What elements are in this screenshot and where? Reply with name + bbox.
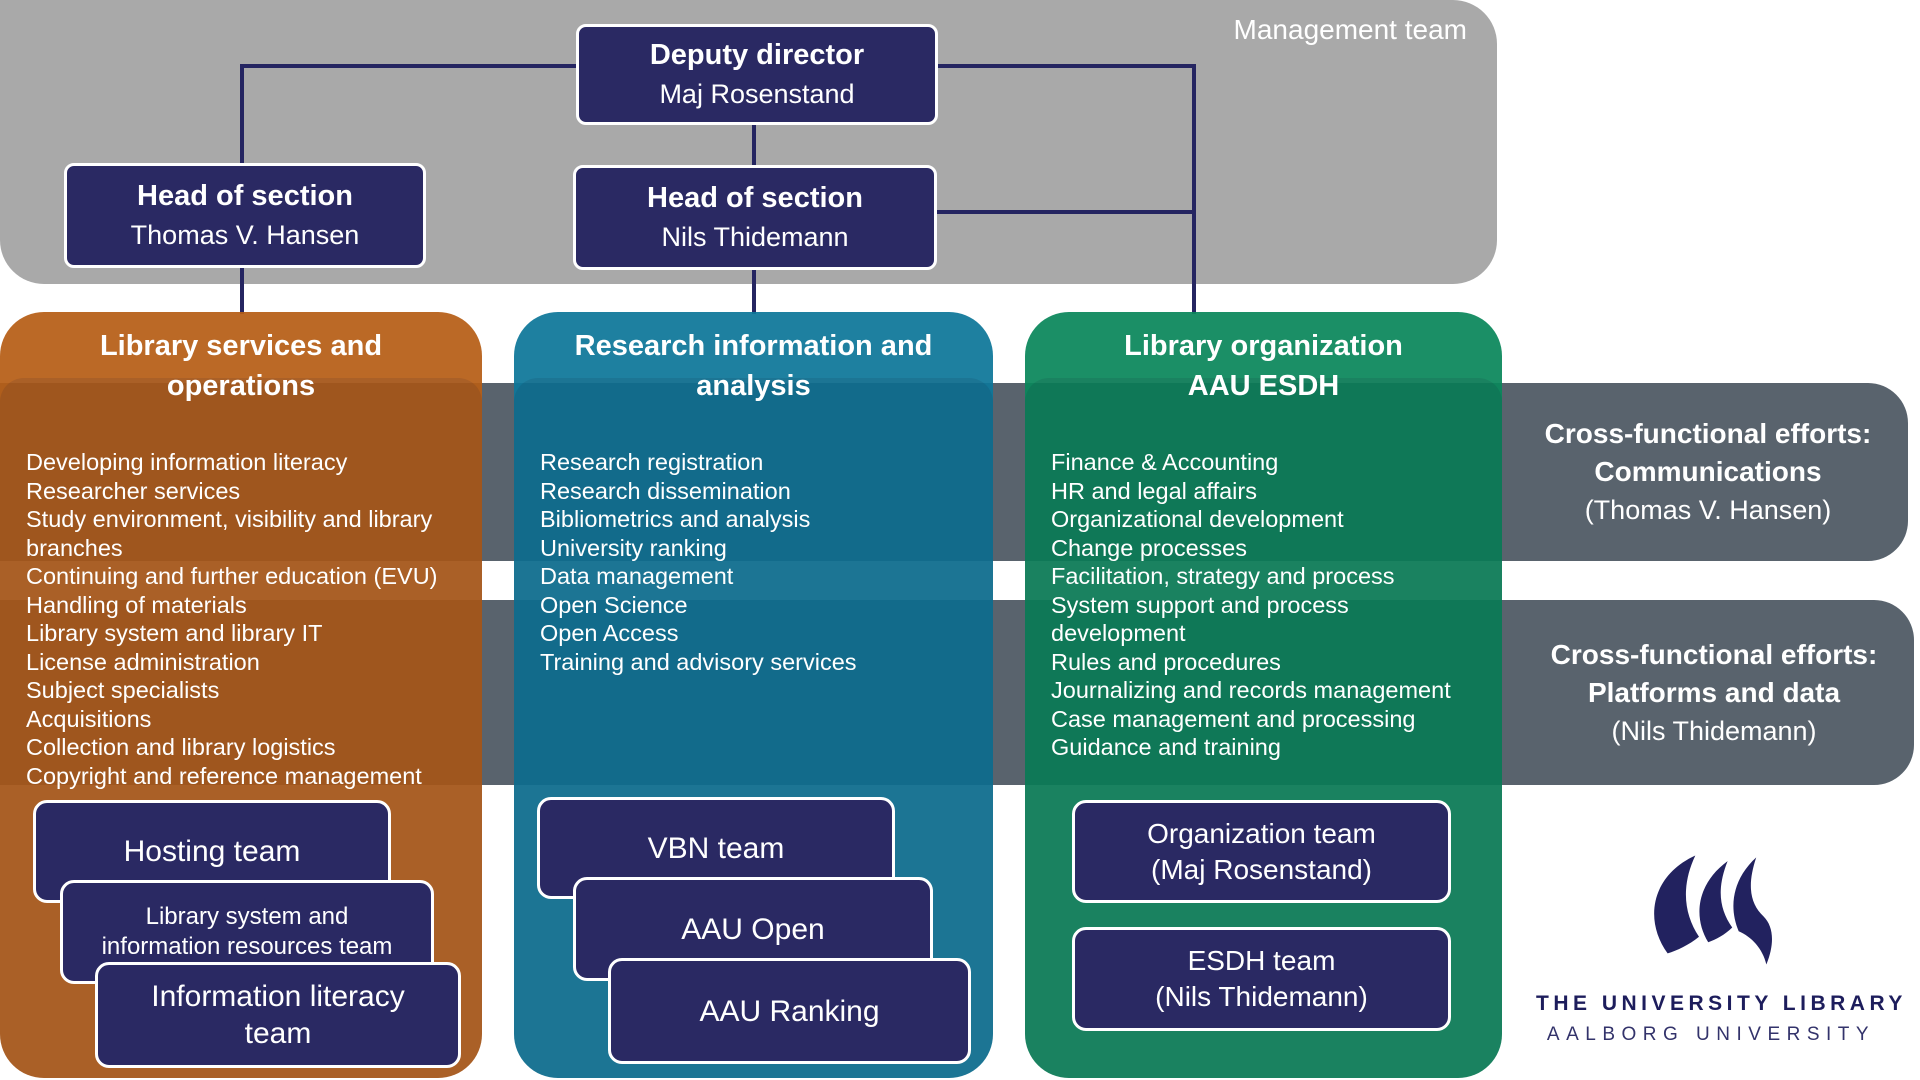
list-item: Journalizing and records management bbox=[1051, 677, 1451, 703]
aau-logo-icon bbox=[1654, 855, 1772, 965]
column-research-information-title: Research information and analysis bbox=[514, 326, 993, 406]
cross-functional-title: Cross-functional efforts: bbox=[1550, 638, 1878, 670]
cross-functional-lead: (Nils Thidemann) bbox=[1611, 715, 1817, 746]
team-label: Library system and bbox=[145, 903, 349, 930]
list-item: Open Access bbox=[540, 620, 679, 646]
head-of-section-title: Head of section bbox=[647, 182, 863, 214]
team-label: AAU Ranking bbox=[699, 994, 880, 1028]
deputy-director-title: Deputy director bbox=[649, 39, 865, 71]
column-title-line: AAU ESDH bbox=[1187, 370, 1340, 402]
list-item: Training and advisory services bbox=[540, 648, 857, 675]
connector-line bbox=[240, 260, 244, 314]
list-item: Change processes bbox=[1051, 534, 1247, 561]
deputy-director-box: Deputy director Maj Rosenstand bbox=[576, 24, 938, 125]
column-library-organization-title: Library organization AAU ESDH bbox=[1025, 326, 1502, 406]
deputy-director-name: Maj Rosenstand bbox=[659, 79, 855, 109]
list-item: Handling of materials bbox=[26, 591, 247, 618]
team-label: information resources team bbox=[101, 933, 393, 960]
team-label: (Nils Thidemann) bbox=[1155, 981, 1368, 1012]
list-item: Open Science bbox=[540, 591, 688, 618]
list-item: Rules and procedures bbox=[1051, 648, 1281, 675]
cross-functional-title: Cross-functional efforts: bbox=[1544, 418, 1872, 449]
team-label: Hosting team bbox=[123, 835, 301, 868]
list-item: Facilitation, strategy and process bbox=[1051, 563, 1395, 589]
management-team-label: Management team bbox=[1233, 14, 1467, 45]
aau-ranking-box: AAU Ranking bbox=[608, 958, 971, 1064]
logo-title: THE UNIVERSITY LIBRARY bbox=[1536, 992, 1907, 1015]
team-label: team bbox=[244, 1017, 312, 1050]
column-library-organization: Library organization AAU ESDH Finance & … bbox=[1025, 312, 1502, 1078]
head-of-section-name: Nils Thidemann bbox=[661, 222, 849, 252]
cross-functional-area: Platforms and data bbox=[1587, 676, 1841, 708]
head-of-section-title: Head of section bbox=[137, 180, 353, 212]
column-title-line: Research information and bbox=[574, 330, 933, 362]
team-label: AAU Open bbox=[681, 912, 825, 946]
list-item: Organizational development bbox=[1051, 506, 1344, 532]
list-item: Research registration bbox=[540, 449, 764, 475]
list-item: Data management bbox=[540, 563, 734, 589]
esdh-team-box: ESDH team (Nils Thidemann) bbox=[1072, 927, 1451, 1031]
connector-line bbox=[931, 210, 1194, 214]
column-title-line: analysis bbox=[696, 370, 811, 402]
column-title-line: Library organization bbox=[1124, 330, 1403, 362]
cross-functional-platforms-text: Cross-functional efforts: Platforms and … bbox=[1499, 636, 1920, 750]
cross-functional-lead: (Thomas V. Hansen) bbox=[1584, 495, 1832, 525]
list-item: Continuing and further education (EVU) bbox=[26, 563, 438, 589]
connector-line bbox=[752, 262, 756, 314]
connector-line bbox=[752, 110, 756, 167]
team-label: Organization team bbox=[1147, 817, 1376, 849]
cross-functional-area: Communications bbox=[1594, 456, 1822, 487]
team-label: ESDH team bbox=[1187, 945, 1336, 976]
list-item: Subject specialists bbox=[26, 677, 220, 703]
column-title-line: Library services and bbox=[99, 330, 383, 362]
list-item: University ranking bbox=[540, 534, 727, 561]
logo-subtitle: AALBORG UNIVERSITY bbox=[1546, 1024, 1876, 1045]
column-research-information-list: Research registration Research dissemina… bbox=[540, 448, 972, 676]
list-item: Developing information literacy bbox=[26, 449, 348, 475]
column-library-services: Library services and operations Developi… bbox=[0, 312, 482, 1078]
connector-line bbox=[1192, 64, 1196, 314]
column-library-organization-list: Finance & Accounting HR and legal affair… bbox=[1051, 448, 1483, 762]
team-label: Information literacy bbox=[151, 980, 405, 1013]
head-of-section-nils-box: Head of section Nils Thidemann bbox=[573, 165, 937, 270]
list-item: License administration bbox=[26, 648, 260, 675]
connector-line bbox=[240, 64, 244, 165]
list-item: Acquisitions bbox=[26, 705, 152, 732]
head-of-section-name: Thomas V. Hansen bbox=[130, 220, 360, 250]
list-item: Researcher services bbox=[26, 477, 241, 504]
list-item: Library system and library IT bbox=[26, 620, 323, 646]
column-library-services-title: Library services and operations bbox=[0, 326, 482, 406]
column-research-information: Research information and analysis Resear… bbox=[514, 312, 993, 1078]
list-item: Guidance and training bbox=[1051, 734, 1281, 760]
list-item: Research dissemination bbox=[540, 477, 791, 504]
list-item: Finance & Accounting bbox=[1051, 449, 1279, 475]
column-title-line: operations bbox=[166, 370, 316, 402]
list-item: Study environment, visibility and librar… bbox=[26, 506, 433, 561]
team-label: VBN team bbox=[647, 831, 785, 865]
list-item: Collection and library logistics bbox=[26, 734, 336, 760]
university-library-logo: THE UNIVERSITY LIBRARY AALBORG UNIVERSIT… bbox=[1536, 850, 1907, 1046]
list-item: Copyright and reference management bbox=[26, 762, 422, 789]
team-label: (Maj Rosenstand) bbox=[1151, 853, 1372, 885]
head-of-section-thomas-box: Head of section Thomas V. Hansen bbox=[64, 163, 426, 268]
cross-functional-communications-text: Cross-functional efforts: Communications… bbox=[1493, 415, 1920, 529]
column-library-services-list: Developing information literacy Research… bbox=[26, 448, 458, 790]
information-literacy-team-box: Information literacy team bbox=[95, 962, 461, 1068]
list-item: System support and process development bbox=[1051, 591, 1349, 647]
list-item: HR and legal affairs bbox=[1051, 477, 1257, 504]
list-item: Bibliometrics and analysis bbox=[540, 506, 811, 532]
list-item: Case management and processing bbox=[1051, 705, 1416, 732]
organization-team-box: Organization team (Maj Rosenstand) bbox=[1072, 800, 1451, 903]
